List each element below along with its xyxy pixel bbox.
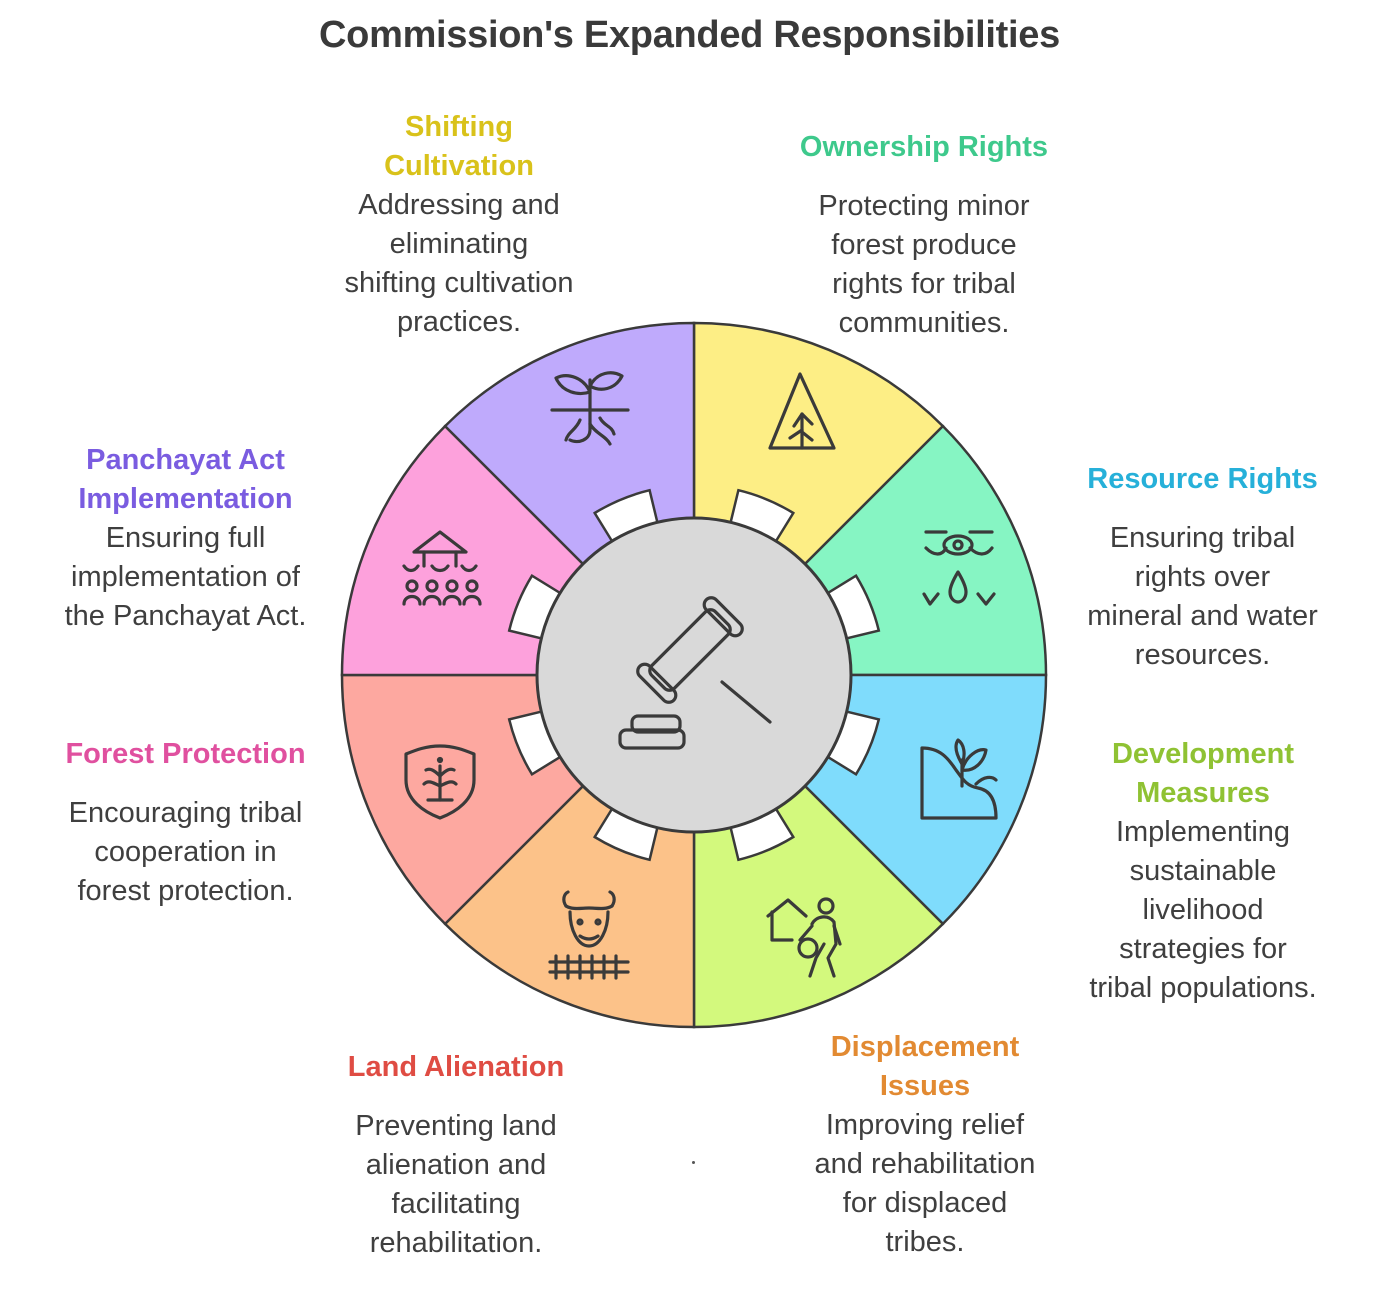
segment-description: forest produce	[831, 229, 1017, 261]
gavel-icon	[618, 596, 772, 750]
forest-tree-icon	[768, 372, 836, 450]
segment-title: Development	[1111, 738, 1295, 770]
segment-description: rights for tribal	[832, 268, 1016, 300]
segment-description: Protecting minor	[818, 190, 1030, 222]
segment-title: Resource Rights	[1087, 463, 1318, 495]
segment-title: Forest Protection	[65, 738, 306, 770]
segment-description: implementation of	[71, 561, 300, 593]
segment-description: livelihood	[1142, 894, 1264, 926]
segment-description: Encouraging tribal	[68, 797, 303, 829]
segment-description: forest protection.	[77, 875, 294, 907]
segment-description: sustainable	[1129, 855, 1277, 887]
segment-description: Ensuring tribal	[1109, 522, 1296, 554]
segment-description: strategies for	[1119, 933, 1287, 965]
segment-description: practices.	[396, 306, 522, 338]
cattle-fence-icon	[548, 890, 630, 980]
page-title: Commission's Expanded Responsibilities	[319, 14, 1060, 56]
segment-description: tribal populations.	[1089, 972, 1317, 1004]
hill-plant-icon	[920, 738, 998, 820]
segment-description: shifting cultivation	[344, 267, 574, 299]
segment-description: mineral and water	[1087, 600, 1318, 632]
segment-description: communities.	[838, 307, 1010, 339]
segment-description: Implementing	[1115, 816, 1291, 848]
center-hub	[535, 516, 853, 834]
segment-description: and rehabilitation	[814, 1148, 1036, 1180]
segment-description: the Panchayat Act.	[64, 600, 307, 632]
segment-description: resources.	[1134, 639, 1271, 671]
mineral-water-icon	[922, 530, 996, 606]
segment-description: alienation and	[365, 1149, 547, 1181]
segment-description: eliminating	[389, 228, 529, 260]
stray-dot-mark	[692, 1161, 695, 1164]
village-assembly-icon	[402, 530, 482, 606]
segment-description: tribes.	[885, 1226, 965, 1258]
segment-title: Displacement	[830, 1031, 1020, 1063]
segment-title: Panchayat Act	[86, 444, 285, 476]
segment-description: cooperation in	[94, 836, 277, 868]
segment-description: Ensuring full	[105, 522, 266, 554]
shield-tree-icon	[404, 744, 476, 820]
segment-title: Land Alienation	[347, 1051, 565, 1083]
segment-description: Addressing and	[358, 189, 560, 221]
sprout-roots-icon	[550, 371, 630, 446]
segment-description: for displaced	[842, 1187, 1008, 1219]
segment-description: rehabilitation.	[369, 1227, 543, 1259]
segment-title: Shifting	[405, 111, 513, 143]
segment-description: Preventing land	[355, 1110, 557, 1142]
displaced-person-icon	[766, 897, 842, 978]
segment-description: Improving relief	[825, 1109, 1025, 1141]
segment-title: Implementation	[78, 483, 293, 515]
segment-description: rights over	[1134, 561, 1271, 593]
segment-description: facilitating	[391, 1188, 521, 1220]
segment-title: Measures	[1136, 777, 1270, 809]
segment-title: Ownership Rights	[799, 131, 1049, 163]
segment-title: Issues	[879, 1070, 971, 1102]
segment-title: Cultivation	[384, 150, 534, 182]
